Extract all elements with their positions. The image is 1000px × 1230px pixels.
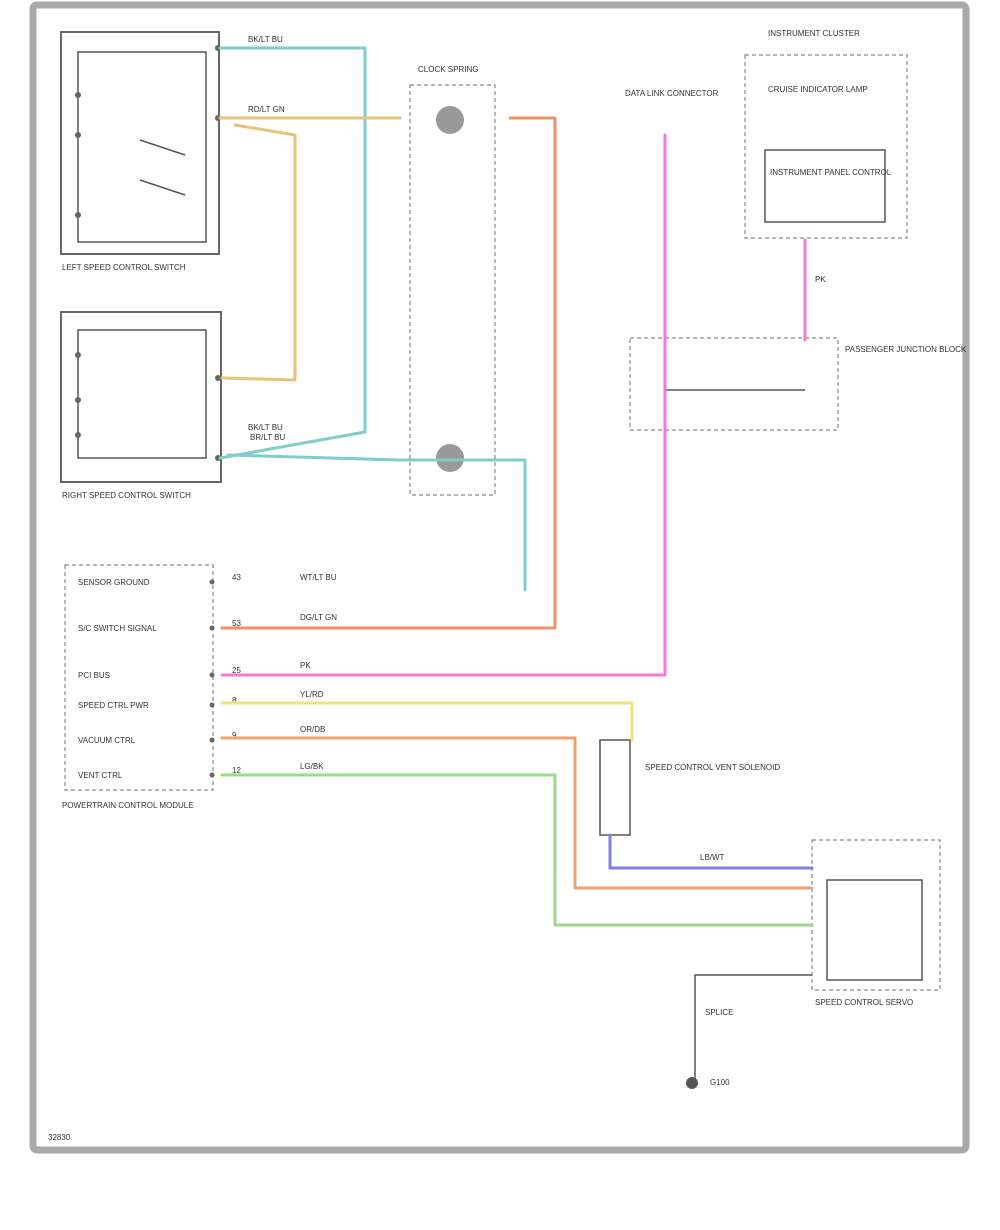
pcm-pin-terminal [209, 579, 215, 585]
pcm-label: POWERTRAIN CONTROL MODULE [62, 801, 194, 810]
left-switch-terminal [75, 132, 81, 138]
pcm-pin-terminal [209, 772, 215, 778]
diagram-frame [29, 1, 970, 1154]
ground-symbol [686, 1077, 698, 1089]
junction-dashed-box [629, 337, 839, 431]
pcm-pin-terminal [209, 702, 215, 708]
clockspring-upper-coil [436, 106, 464, 134]
wire-label: PK [815, 275, 826, 284]
ground-splice-label: SPLICE [705, 1008, 733, 1017]
wire-label: LG/BK [300, 762, 324, 771]
right-switch-label: RIGHT SPEED CONTROL SWITCH [62, 491, 191, 500]
cluster-inner-box [764, 149, 886, 223]
junction-label: PASSENGER JUNCTION BLOCK [845, 345, 967, 354]
pcm-pin-number: 53 [232, 619, 241, 628]
pcm-pin-terminal [209, 625, 215, 631]
cluster-panel-label: INSTRUMENT PANEL CONTROL [770, 168, 892, 177]
wire-black-ground [694, 974, 812, 1080]
data-link-label: DATA LINK CONNECTOR [625, 89, 719, 98]
wire-label: WT/LT BU [300, 573, 337, 582]
wire-blue [608, 833, 814, 870]
wire-label: RD/LT GN [248, 105, 285, 114]
right-switch-connector [215, 455, 221, 461]
vent-solenoid-box [599, 739, 631, 836]
pcm-pin-number: 43 [232, 573, 241, 582]
right-switch-terminal [75, 432, 81, 438]
wire-orange [220, 736, 814, 890]
servo-dashed-box [811, 839, 941, 991]
left-switch-terminal [75, 212, 81, 218]
wire-label: BK/LT BU [248, 35, 283, 44]
pcm-pin-number: 8 [232, 696, 237, 705]
left-switch-contact [139, 179, 186, 196]
right-switch-terminal [75, 397, 81, 403]
right-switch-outer-box [60, 311, 222, 483]
wire-lt-green [220, 773, 814, 927]
wire-label: YL/RD [300, 690, 324, 699]
cluster-label: INSTRUMENT CLUSTER [768, 29, 860, 38]
pcm-pin-name: SPEED CTRL PWR [78, 701, 149, 710]
wire-label: LB/WT [700, 853, 725, 862]
wire-label: BR/LT BU [250, 433, 285, 442]
left-switch-inner-box [77, 51, 207, 243]
ground-label: G100 [710, 1078, 730, 1087]
left-switch-terminal [75, 92, 81, 98]
pcm-dashed-box [64, 564, 214, 791]
wire-lt-blue-lower [226, 453, 527, 592]
wire-red [220, 116, 557, 630]
servo-label: SPEED CONTROL SERVO [815, 998, 913, 1007]
left-switch-connector [215, 115, 221, 121]
servo-inner-box [826, 879, 923, 981]
pcm-pin-name: VACUUM CTRL [78, 736, 136, 745]
left-switch-connector [215, 45, 221, 51]
wire-pink-upper [220, 133, 667, 677]
pcm-pin-name: S/C SWITCH SIGNAL [78, 624, 157, 633]
clockspring-lower-coil [436, 444, 464, 472]
wire-lt-blue-upper [218, 46, 367, 460]
wire-label: OR/DB [300, 725, 325, 734]
cluster-indicator-label: CRUISE INDICATOR LAMP [768, 85, 868, 94]
right-switch-terminal [75, 352, 81, 358]
right-switch-inner-box [77, 329, 207, 459]
pcm-pin-name: PCI BUS [78, 671, 110, 680]
pcm-pin-terminal [209, 672, 215, 678]
pcm-pin-number: 9 [232, 731, 237, 740]
wire-tan-drop [220, 123, 297, 382]
pcm-pin-terminal [209, 737, 215, 743]
left-switch-label: LEFT SPEED CONTROL SWITCH [62, 263, 186, 272]
wire-label: DG/LT GN [300, 613, 337, 622]
right-switch-connector [215, 375, 221, 381]
pcm-pin-name: VENT CTRL [78, 771, 123, 780]
left-switch-contact [139, 139, 186, 156]
vent-solenoid-label: SPEED CONTROL VENT SOLENOID [645, 763, 780, 772]
clockspring-dashed-box [409, 84, 496, 496]
left-switch-outer-box [60, 31, 220, 255]
pcm-pin-name: SENSOR GROUND [78, 578, 150, 587]
wire-label: PK [300, 661, 311, 670]
wire-label: BK/LT BU [248, 423, 283, 432]
wire-yellow [220, 701, 634, 742]
pcm-pin-number: 25 [232, 666, 241, 675]
cluster-dashed-box [744, 54, 908, 239]
pcm-pin-number: 12 [232, 766, 241, 775]
clockspring-label: CLOCK SPRING [418, 65, 478, 74]
figure-id: 32830 [48, 1133, 71, 1142]
